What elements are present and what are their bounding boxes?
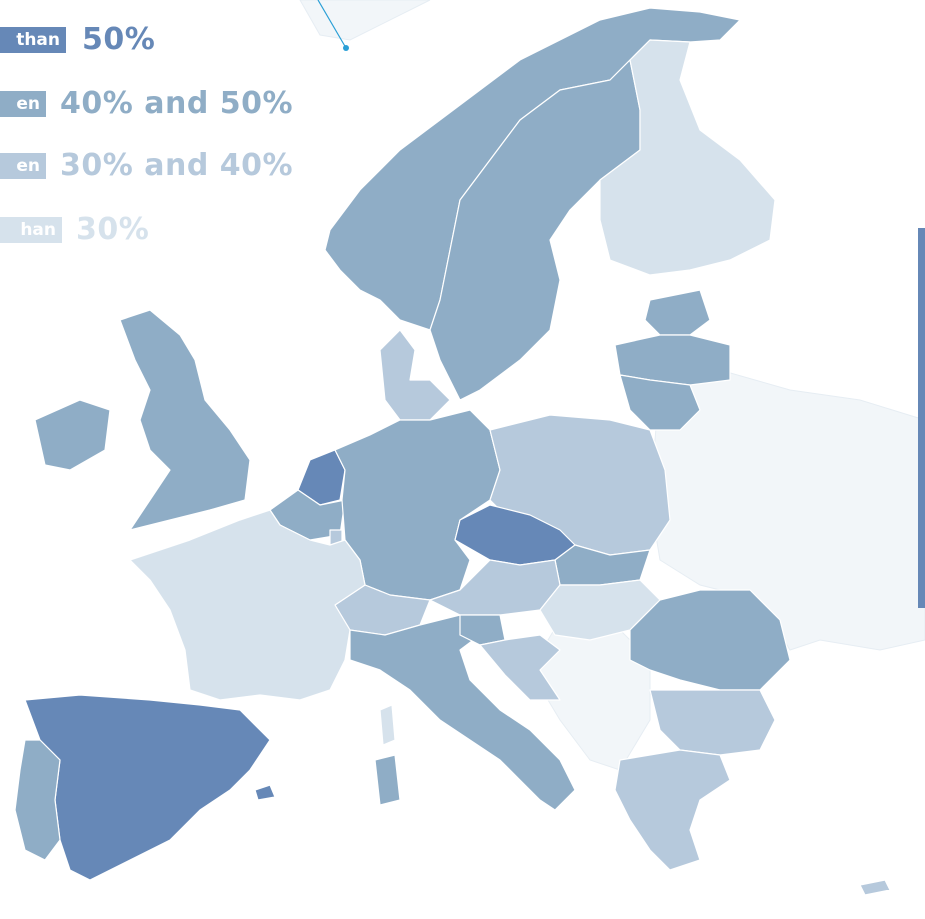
region-greece[interactable] — [614, 749, 731, 871]
region-united-kingdom[interactable] — [119, 309, 251, 531]
callout-dot — [343, 45, 349, 51]
region-balearic-islands — [254, 784, 276, 801]
countries-layer — [14, 7, 891, 896]
region-romania[interactable] — [629, 589, 791, 691]
region-corsica — [379, 704, 396, 746]
region-lithuania[interactable] — [619, 374, 701, 431]
region-cyprus — [859, 879, 891, 896]
legend-chip: than — [0, 27, 66, 53]
region-estonia[interactable] — [644, 289, 711, 336]
region-portugal[interactable] — [14, 739, 61, 861]
top-callout-background — [299, 0, 431, 41]
side-accent-bar — [918, 228, 925, 608]
region-spain[interactable] — [24, 694, 271, 881]
region-finland[interactable] — [599, 39, 776, 276]
region-bulgaria[interactable] — [649, 689, 776, 756]
region-ireland[interactable] — [34, 399, 111, 471]
region-france[interactable] — [129, 509, 366, 701]
legend-value: 30% and 40% — [60, 148, 294, 183]
legend-value: 30% — [76, 212, 150, 247]
callout-line — [317, 0, 347, 49]
region-sweden[interactable] — [429, 59, 641, 401]
region-sardinia — [374, 754, 401, 806]
legend-chip: han — [0, 217, 62, 243]
legend-value: 50% — [82, 22, 156, 57]
legend-chip: en — [0, 153, 46, 179]
non-covered-land — [299, 0, 925, 771]
legend-value: 40% and 50% — [60, 86, 294, 121]
region-denmark[interactable] — [379, 329, 451, 421]
region-croatia[interactable] — [479, 634, 561, 701]
legend-chip: en — [0, 91, 46, 117]
eastern-europe-background — [649, 369, 925, 651]
